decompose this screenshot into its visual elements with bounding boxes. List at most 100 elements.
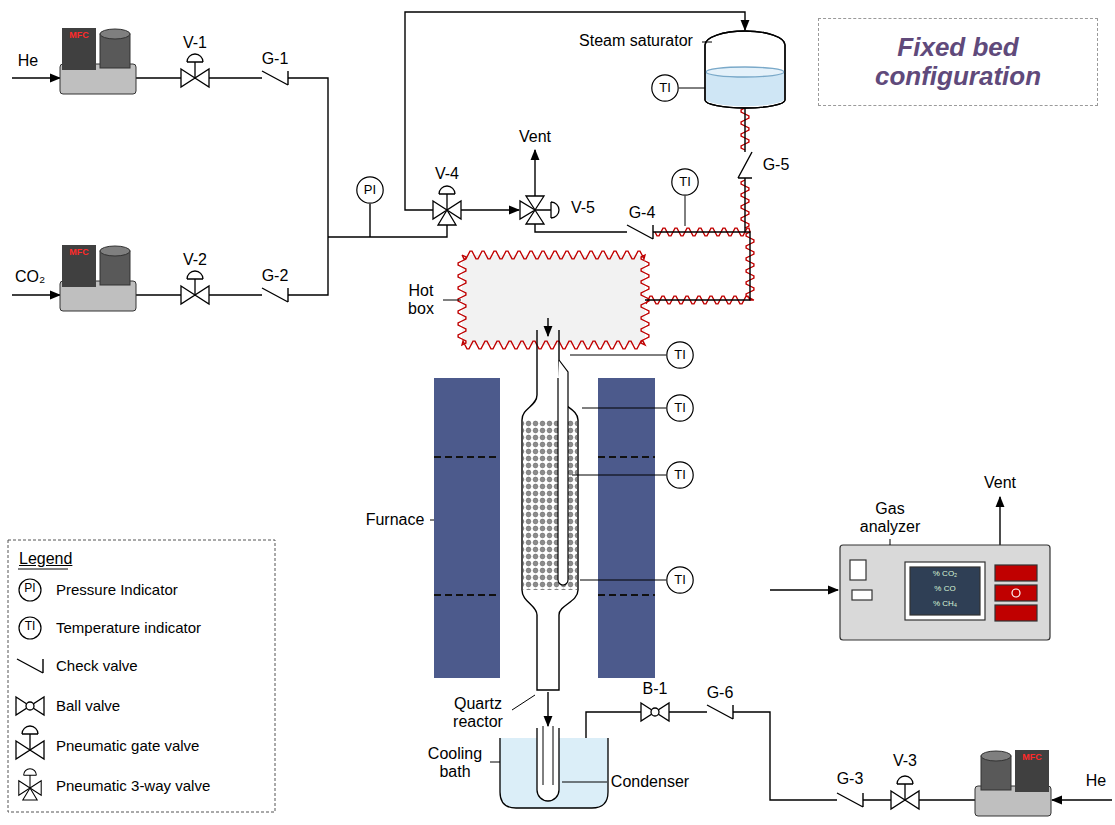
leader-lines-part bbox=[490, 762, 500, 763]
mass-flow-controller-label: MFC bbox=[62, 245, 96, 287]
mass-flow-controller-label: MFC bbox=[1015, 750, 1049, 792]
valves-part bbox=[262, 71, 288, 85]
steam-saturator bbox=[679, 31, 785, 108]
part-label: Condenser bbox=[611, 773, 689, 791]
gas-analyzer bbox=[840, 545, 1050, 640]
pipe-lines-part bbox=[770, 589, 838, 590]
legend-box-part bbox=[16, 697, 44, 715]
legend-entry: Ball valve bbox=[56, 698, 120, 715]
gas-analyzer-part bbox=[840, 545, 1050, 640]
quartz-reactor-part bbox=[522, 330, 578, 690]
pipe-lines-part bbox=[1052, 799, 1112, 800]
pipe-lines-part bbox=[534, 150, 535, 196]
legend-entry: Pressure Indicator bbox=[56, 582, 178, 599]
part-label: Furnace bbox=[366, 511, 425, 529]
part-label: He bbox=[1086, 772, 1106, 790]
instrument-circle-outline bbox=[667, 462, 693, 488]
instrument-bubble: TI bbox=[666, 394, 694, 422]
hot-box-part bbox=[462, 255, 645, 345]
part-label: G-4 bbox=[629, 204, 656, 222]
pipe-lines-part bbox=[535, 224, 750, 300]
legend-box-part bbox=[19, 579, 41, 601]
instrument-circle-outline bbox=[667, 567, 693, 593]
gas-analyzer-part bbox=[852, 590, 872, 600]
instrument-circle-outline bbox=[357, 177, 383, 203]
instrument-bubble: PI bbox=[356, 176, 384, 204]
instrument-circle-outline bbox=[652, 75, 678, 101]
pipe-lines-part bbox=[461, 209, 519, 210]
instrument-bubble: TI bbox=[666, 461, 694, 489]
quartz-reactor-part bbox=[570, 355, 666, 580]
pipe-lines-part bbox=[328, 225, 447, 237]
legend-box-part bbox=[16, 726, 44, 759]
pipe-lines-part bbox=[999, 497, 1000, 545]
legend-box-part bbox=[19, 617, 41, 639]
pipe-lines-part bbox=[744, 107, 745, 232]
legend-box bbox=[8, 540, 275, 812]
valves-part bbox=[738, 152, 752, 178]
mass-flow-controller-part bbox=[100, 246, 130, 256]
gas-analyzer-part bbox=[1012, 589, 1020, 597]
part-label: G-1 bbox=[262, 50, 289, 68]
mfc-text: MFC bbox=[1022, 753, 1042, 763]
valves-part bbox=[181, 271, 209, 304]
instrument-bubble: TI bbox=[666, 341, 694, 369]
gas-analyzer-part bbox=[995, 585, 1037, 601]
mass-flow-controller-part bbox=[100, 29, 130, 39]
valves-part bbox=[641, 703, 669, 721]
condenser bbox=[500, 726, 608, 808]
title-box: Fixed bed configuration bbox=[818, 18, 1098, 106]
valves-part bbox=[181, 54, 209, 87]
instrument-tag: TI bbox=[679, 175, 691, 189]
part-label: B-1 bbox=[643, 680, 668, 698]
legend-box-part bbox=[8, 540, 275, 812]
valves bbox=[181, 54, 919, 809]
pipe-lines-part bbox=[547, 692, 548, 726]
part-label: Steam saturator bbox=[579, 32, 693, 50]
quartz-reactor-part bbox=[685, 196, 686, 226]
pipe-lines-part bbox=[135, 78, 328, 295]
valves-part bbox=[627, 225, 653, 239]
legend-box-part bbox=[17, 659, 43, 673]
pipe-lines-part bbox=[405, 12, 745, 210]
pipe-lines-part bbox=[547, 318, 548, 336]
title-text: Fixed bed configuration bbox=[829, 33, 1087, 90]
instrument-tag: TI bbox=[674, 401, 686, 415]
legend-box-part bbox=[19, 769, 41, 800]
heat-tracing-wire bbox=[646, 228, 754, 304]
part-label: V-4 bbox=[435, 165, 459, 183]
steam-saturator-part bbox=[705, 31, 785, 108]
pipe-lines-part bbox=[560, 712, 975, 800]
instrument-tag: TI bbox=[659, 81, 671, 95]
gas-analyzer-part bbox=[850, 560, 866, 580]
part-label: V-3 bbox=[893, 752, 917, 770]
analyzer-readout: % CO₂ bbox=[933, 569, 957, 578]
gas-analyzer-part bbox=[910, 567, 980, 615]
condenser-part bbox=[543, 726, 553, 785]
steam-saturator-part bbox=[706, 67, 784, 77]
instrument-tag: TI bbox=[674, 348, 686, 362]
heat-tracing bbox=[458, 108, 754, 349]
instrument-bubble: TI bbox=[666, 566, 694, 594]
leader-lines-part bbox=[890, 539, 891, 545]
legend-entry: Pneumatic gate valve bbox=[56, 738, 199, 755]
steam-saturator-part bbox=[679, 88, 705, 89]
leader-lines-part bbox=[562, 782, 607, 783]
legend-entry: Pneumatic 3-way valve bbox=[56, 778, 210, 795]
analyzer-readout: % CH₄ bbox=[933, 599, 957, 608]
part-label: Vent bbox=[984, 474, 1016, 492]
part-label: V-2 bbox=[183, 251, 207, 269]
leader-lines-part bbox=[702, 42, 712, 43]
valves-part bbox=[707, 705, 733, 719]
part-label: Quartz reactor bbox=[444, 695, 512, 732]
leader-lines-part bbox=[512, 695, 535, 710]
mass-flow-controller-label: MFC bbox=[62, 28, 96, 70]
mfc-text: MFC bbox=[69, 31, 89, 41]
pipe-lines-part bbox=[12, 77, 60, 78]
mfc-text: MFC bbox=[69, 248, 89, 258]
gas-analyzer-part bbox=[905, 562, 985, 620]
part-label: Gas analyzer bbox=[850, 500, 930, 537]
mass-flow-controller-part bbox=[981, 751, 1011, 761]
instrument-circle-outline bbox=[667, 342, 693, 368]
